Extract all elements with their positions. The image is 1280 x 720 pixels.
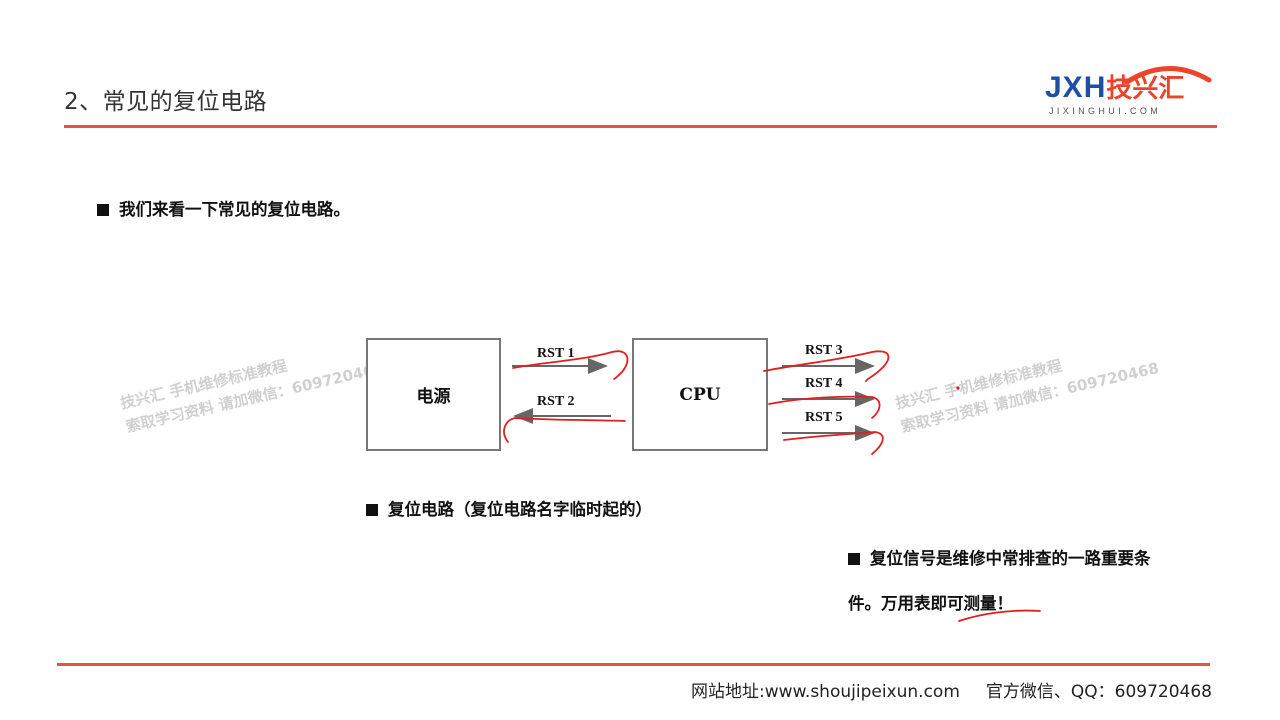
logo-chinese: 技兴汇: [1106, 73, 1185, 103]
intro-bullet: 我们来看一下常见的复位电路。: [97, 196, 350, 220]
cpu-box: CPU: [632, 338, 768, 451]
logo-letters: JXH: [1045, 71, 1107, 104]
square-bullet-icon: [97, 204, 109, 216]
signal-label-rst4: RST 4: [805, 376, 843, 391]
footer-website: 网站地址:www.shoujipeixun.com: [691, 682, 960, 702]
cpu-label: CPU: [679, 384, 721, 405]
annotation-rst2: [503, 417, 626, 443]
footer-divider: [57, 663, 1210, 666]
note-text-line1: 复位信号是维修中常排查的一路重要条: [870, 549, 1151, 568]
logo-arc-icon: [1124, 66, 1212, 84]
header-divider: [64, 125, 1217, 128]
note-bullet: 复位信号是维修中常排查的一路重要条: [848, 545, 1151, 569]
page-title: 2、常见的复位电路: [64, 89, 268, 115]
annotation-rst5: [783, 431, 884, 455]
watermark-right: 技兴汇 手机维修标准教程 索取学习资料 请加微信：609720468: [893, 333, 1161, 439]
power-box: 电源: [366, 338, 501, 451]
square-bullet-icon: [848, 553, 860, 565]
caption-text: 复位电路（复位电路名字临时起的）: [388, 500, 652, 519]
signal-label-rst5: RST 5: [805, 410, 843, 425]
caption-bullet: 复位电路（复位电路名字临时起的）: [366, 496, 652, 520]
intro-text: 我们来看一下常见的复位电路。: [119, 200, 350, 219]
signal-label-rst1: RST 1: [537, 346, 575, 361]
footer-contact: 官方微信、QQ：609720468: [985, 682, 1212, 702]
signal-label-rst2: RST 2: [537, 394, 575, 409]
brand-logo: JXH技兴汇 JIXINGHUI.COM: [1045, 62, 1215, 116]
signal-label-rst3: RST 3: [805, 343, 843, 358]
logo-domain: JIXINGHUI.COM: [1049, 106, 1162, 116]
power-label: 电源: [416, 387, 451, 407]
note-text-line2: 件。万用表即可测量！: [848, 594, 1013, 613]
footer: 网站地址:www.shoujipeixun.com 官方微信、QQ：6097204…: [691, 677, 1212, 702]
watermark-left: 技兴汇 手机维修标准教程 索取学习资料 请加微信：609720468: [118, 333, 386, 439]
square-bullet-icon: [366, 504, 378, 516]
